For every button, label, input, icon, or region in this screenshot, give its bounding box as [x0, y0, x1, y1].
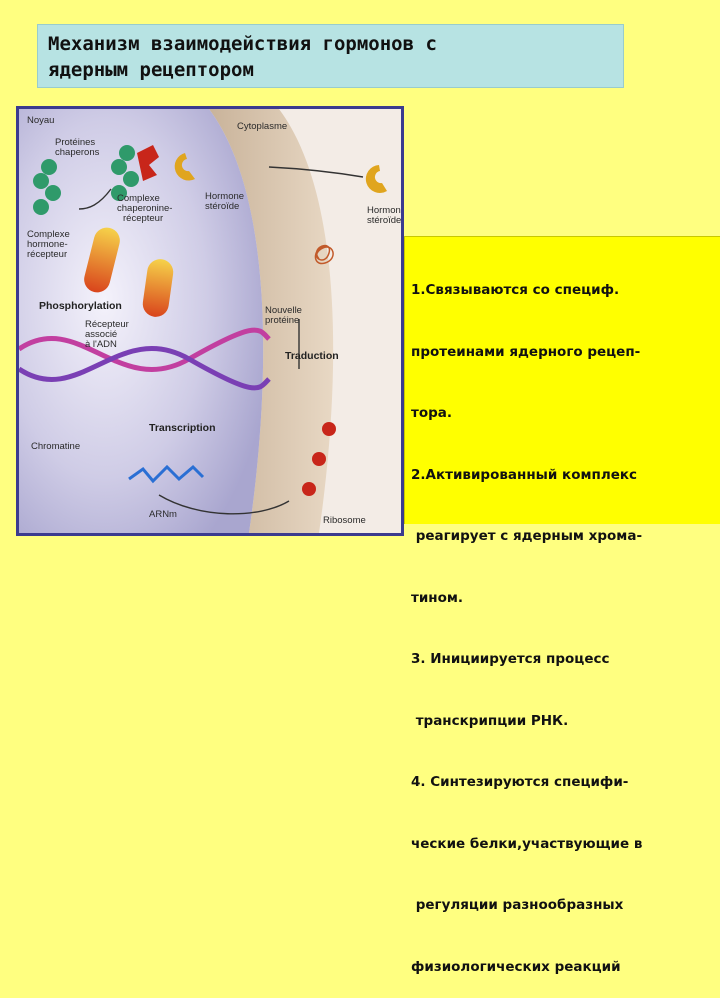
- label-traduction: Traduction: [285, 350, 339, 362]
- hormone-shape-outer: [365, 165, 387, 193]
- receptor-capsules: [84, 227, 174, 317]
- label-chromatine: Chromatine: [31, 441, 80, 452]
- label-complexe-chap-2: chaperonine-: [117, 203, 172, 214]
- nucleus-area: [19, 109, 264, 533]
- description-line-3: тора.: [411, 405, 453, 421]
- description-line-6: тином.: [411, 589, 464, 606]
- slide-title: Механизм взаимодействия гормонов с ядерн…: [37, 24, 624, 88]
- description-line-10: ческие белки,участвующие в: [411, 835, 643, 852]
- label-complexe-hr-2: hormone-: [27, 239, 68, 250]
- label-recepteur-3: à l'ADN: [85, 339, 117, 350]
- label-nouvelle-1: Nouvelle: [265, 305, 302, 316]
- dna-helix: [19, 327, 271, 391]
- process-arrows: [78, 166, 364, 515]
- label-chaperons: chaperons: [55, 147, 100, 158]
- description-line-7: 3. Инициируется процесс: [411, 651, 610, 667]
- label-arnm: ARNm: [149, 509, 177, 520]
- membrane-band: [209, 109, 334, 533]
- ribosomes: [302, 422, 336, 496]
- description-line-12: физиологических реакций: [411, 958, 621, 975]
- label-phosphorylation: Phosphorylation: [39, 300, 122, 312]
- new-protein: [314, 244, 334, 265]
- label-nouvelle-2: protéine: [265, 315, 299, 326]
- hormone-shape-inner: [174, 153, 195, 181]
- description-line-1: 1.Связываются со специф.: [411, 282, 620, 298]
- label-hormone-out-2: stéroïde: [367, 215, 401, 226]
- label-complexe-chap-3: récepteur: [123, 213, 163, 224]
- hormone-receptor-figure: Noyau Protéines chaperons Cytoplasme Com…: [16, 106, 404, 536]
- description-line-2: протеинами ядерного рецеп-: [411, 343, 641, 360]
- label-hormone-2: stéroïde: [205, 201, 239, 212]
- label-complexe-chap-1: Complexe: [117, 193, 160, 204]
- label-transcription: Transcription: [149, 422, 216, 434]
- label-complexe-hr-3: récepteur: [27, 249, 67, 260]
- label-noyau: Noyau: [27, 115, 54, 126]
- chaperone-proteins: [33, 145, 159, 215]
- description-text: 1.Связываются со специф. протеинами ядер…: [404, 236, 720, 975]
- figure-drawing: Noyau Protéines chaperons Cytoplasme Com…: [19, 109, 401, 533]
- label-ribosome: Ribosome: [323, 515, 366, 526]
- label-hormone-out-1: Hormone: [367, 205, 401, 216]
- description-line-8: транскрипции РНК.: [411, 712, 569, 729]
- label-proteines: Protéines: [55, 137, 95, 148]
- description-line-4: 2.Активированный комплекс: [411, 466, 638, 483]
- description-line-9: 4. Синтезируются специфи-: [411, 774, 629, 790]
- label-recepteur-1: Récepteur: [85, 319, 129, 330]
- mrna-strand: [128, 464, 205, 484]
- description-line-11: регуляции разнообразных: [411, 897, 624, 913]
- label-recepteur-2: associé: [85, 329, 117, 340]
- label-hormone-1: Hormone: [205, 191, 244, 202]
- title-line-1: Механизм взаимодействия гормонов с: [48, 33, 437, 55]
- label-cytoplasme: Cytoplasme: [237, 121, 287, 132]
- description-line-5: реагирует с ядерным хрома-: [411, 528, 643, 544]
- title-line-2: ядерным рецептором: [48, 59, 254, 81]
- label-complexe-hr-1: Complexe: [27, 229, 70, 240]
